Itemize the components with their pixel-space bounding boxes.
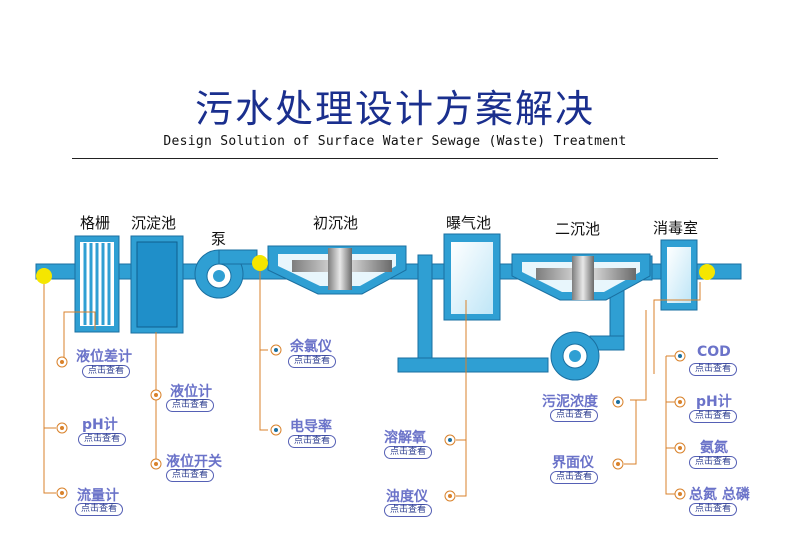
grille-unit[interactable]	[74, 235, 120, 333]
measure-point-outlet[interactable]	[699, 264, 715, 280]
view-button[interactable]: 点击查看	[689, 503, 738, 516]
label-settling-tank: 沉淀池	[131, 214, 177, 232]
view-button[interactable]: 点击查看	[689, 363, 738, 376]
measure-point-pump[interactable]	[252, 255, 268, 271]
title-divider	[72, 158, 718, 159]
view-button[interactable]: 点击查看	[550, 409, 599, 422]
page-title: 污水处理设计方案解决	[194, 87, 595, 131]
aeration-tank-unit[interactable]	[443, 233, 501, 321]
view-button[interactable]: 点击查看	[384, 446, 433, 459]
label-grille: 格栅	[80, 214, 111, 232]
sensor-liquid-level-diff: 液位差计	[76, 349, 132, 365]
pump-unit[interactable]	[194, 249, 258, 299]
label-primary-clarifier: 初沉池	[313, 214, 359, 232]
sensor-ph-left: pH计	[82, 417, 118, 433]
view-button[interactable]: 点击查看	[689, 456, 738, 469]
sensor-dissolved-oxygen: 溶解氧	[384, 430, 426, 446]
disinfection-room-unit[interactable]	[660, 239, 698, 311]
view-button[interactable]: 点击查看	[75, 503, 124, 516]
sensor-tn-tp: 总氮 总磷	[689, 487, 750, 503]
sensor-residual-chlorine: 余氯仪	[290, 339, 332, 355]
view-button[interactable]: 点击查看	[384, 504, 433, 517]
label-aeration-tank: 曝气池	[446, 214, 492, 232]
view-button[interactable]: 点击查看	[288, 435, 337, 448]
view-button[interactable]: 点击查看	[689, 410, 738, 423]
view-button[interactable]: 点击查看	[166, 469, 215, 482]
sensor-dots	[56, 344, 686, 502]
sensor-level-switch: 液位开关	[166, 454, 222, 470]
primary-clarifier-unit[interactable]	[267, 245, 407, 295]
view-button[interactable]: 点击查看	[550, 471, 599, 484]
page-subtitle: Design Solution of Surface Water Sewage …	[163, 134, 627, 149]
label-pump: 泵	[211, 230, 227, 248]
sensor-ammonia: 氨氮	[700, 440, 728, 456]
sensor-interface: 界面仪	[552, 455, 594, 471]
measure-point-inlet[interactable]	[36, 268, 52, 284]
view-button[interactable]: 点击查看	[166, 399, 215, 412]
return-pipe	[397, 254, 653, 373]
sensor-cod: COD	[697, 344, 731, 360]
return-pump-unit[interactable]	[550, 331, 600, 381]
secondary-clarifier-unit[interactable]	[511, 253, 651, 301]
view-button[interactable]: 点击查看	[288, 355, 337, 368]
sensor-liquid-level: 液位计	[170, 384, 212, 400]
settling-tank-unit[interactable]	[130, 235, 184, 334]
sensor-conductivity: 电导率	[290, 419, 332, 435]
label-disinfection-room: 消毒室	[653, 219, 699, 237]
sensor-ph-right: pH计	[696, 394, 732, 410]
view-button[interactable]: 点击查看	[82, 365, 131, 378]
view-button[interactable]: 点击查看	[78, 433, 127, 446]
lead-lines	[43, 271, 701, 497]
sensor-sludge-concentration: 污泥浓度	[542, 394, 598, 410]
sensor-turbidity: 浊度仪	[386, 489, 428, 505]
label-secondary-clarifier: 二沉池	[555, 220, 601, 238]
sensor-flow-meter: 流量计	[77, 488, 119, 504]
